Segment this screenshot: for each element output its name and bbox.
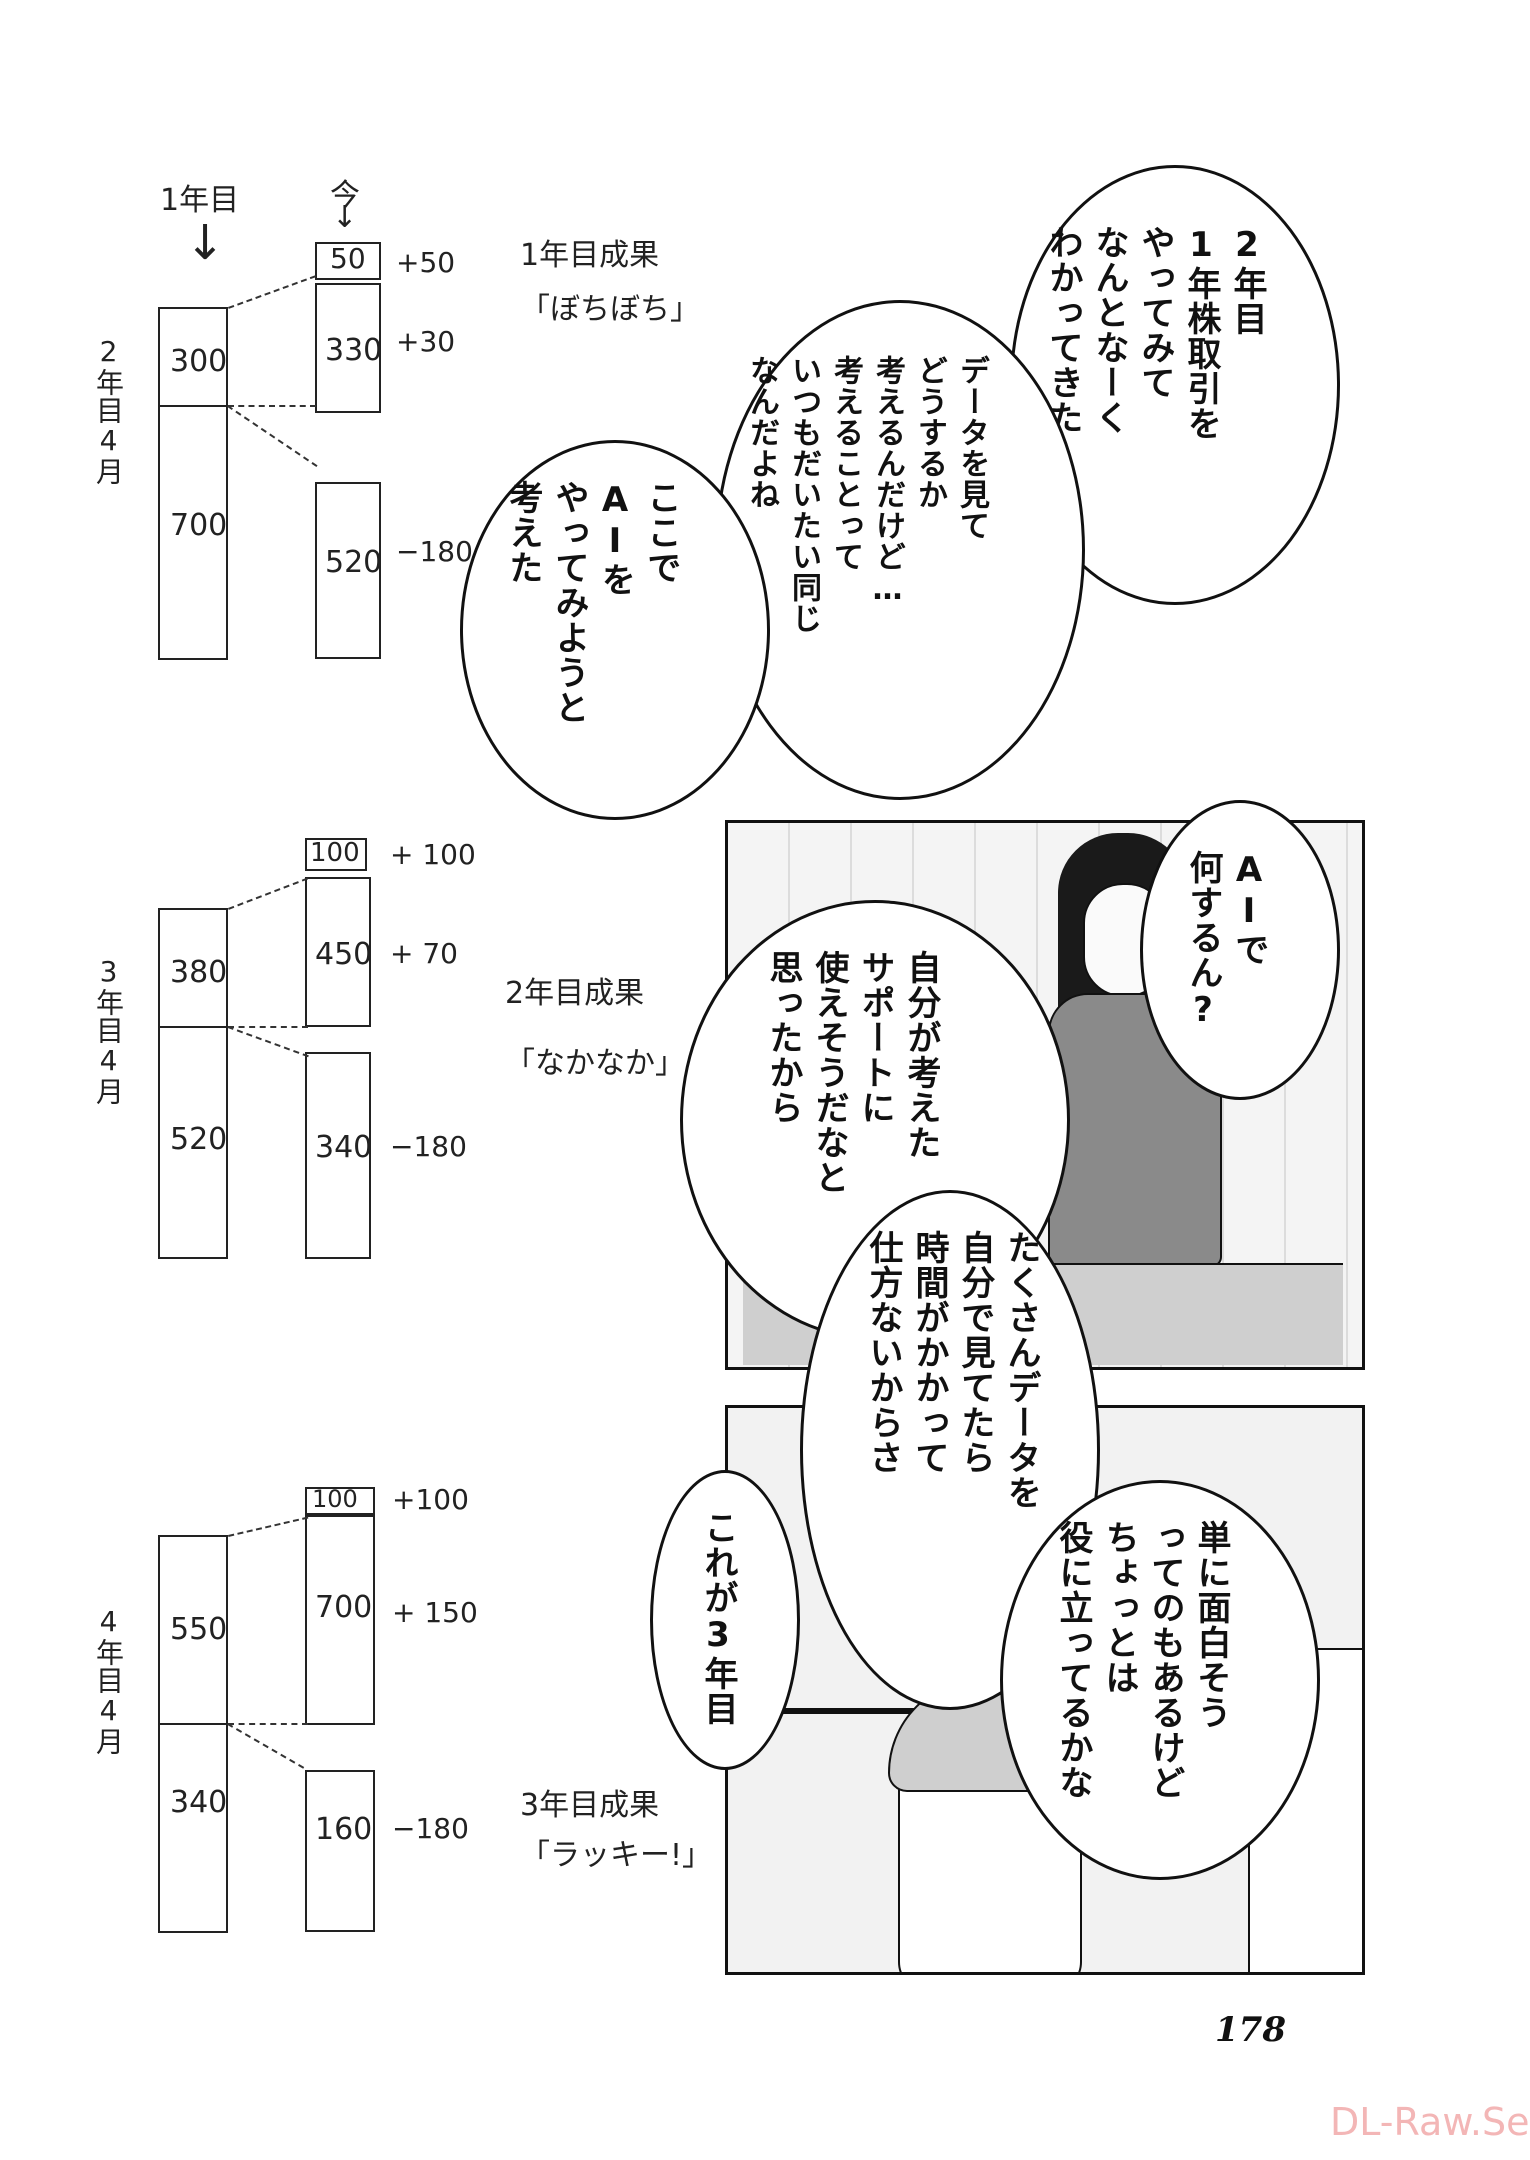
- delta: +50: [396, 246, 456, 279]
- right-box-mid: [305, 877, 371, 1027]
- result-title: 3年目成果: [520, 1788, 660, 1823]
- left-value-top: 300: [170, 344, 228, 379]
- result-title: 2年目成果: [505, 976, 645, 1011]
- right-value-gain: 100: [310, 838, 360, 868]
- left-value-bottom: 340: [170, 1785, 228, 1820]
- right-value-low: 340: [315, 1130, 373, 1165]
- result-value: 「ラッキー!」: [520, 1838, 713, 1873]
- left-box-bottom: [158, 1026, 228, 1259]
- dashed-connector: [228, 1026, 308, 1028]
- result-title: 1年目成果: [520, 238, 660, 273]
- delta: + 100: [390, 838, 476, 871]
- speech-bubble: [460, 440, 770, 820]
- left-value-top: 550: [170, 1612, 228, 1647]
- result-value: 「ぼちぼち」: [520, 292, 700, 327]
- dashed-connector: [228, 1723, 308, 1725]
- speech-bubble: [1000, 1480, 1320, 1880]
- right-box-mid: [305, 1515, 375, 1725]
- right-value-mid: 330: [325, 333, 383, 368]
- dashed-connector: [226, 405, 318, 468]
- dashed-connector: [228, 405, 316, 407]
- left-box-top: [158, 1535, 228, 1725]
- left-box-top: [158, 307, 228, 407]
- right-box-mid: [315, 283, 381, 413]
- left-box-bottom: [158, 1723, 228, 1933]
- speech-text: データを見て どうするか 考えるんだけど… 考えることって いつもだいたい同じ …: [744, 355, 989, 634]
- delta: + 70: [390, 937, 458, 970]
- left-value-bottom: 520: [170, 1122, 228, 1157]
- speech-bubble: [650, 1470, 800, 1770]
- delta: −180: [396, 535, 473, 568]
- speech-text: AIで 何するん?: [1183, 850, 1269, 1031]
- col-now-label: 今: [330, 178, 360, 213]
- right-value-low: 160: [315, 1812, 373, 1847]
- speech-bubble: [1140, 800, 1340, 1100]
- result-value: 「なかなか」: [505, 1046, 685, 1081]
- speech-text: ここで AIを やってみようと 考えた: [503, 480, 681, 725]
- side-label: 4年目4月: [92, 1605, 125, 1755]
- speech-text: 単に面白そう ってのもあるけど ちょっとは 役に立ってるかな: [1053, 1520, 1231, 1800]
- right-value-mid: 450: [315, 937, 373, 972]
- page-number: 178: [1215, 2010, 1286, 2050]
- speech-text: 2年目 1年株取引を やってみて なんとなーく わかってきた: [1043, 225, 1267, 441]
- right-value-gain: 100: [312, 1485, 358, 1513]
- right-box-gain: [305, 838, 367, 871]
- dashed-connector: [228, 1516, 309, 1537]
- right-box-low: [305, 1052, 371, 1259]
- dashed-connector: [227, 1026, 309, 1058]
- side-label: 2年目4月: [92, 335, 125, 485]
- right-box-low: [305, 1770, 375, 1932]
- right-value-low: 520: [325, 545, 383, 580]
- delta: +100: [392, 1483, 469, 1516]
- speech-bubble: [715, 300, 1085, 800]
- right-box-low: [315, 482, 381, 659]
- left-box-bottom: [158, 405, 228, 660]
- delta: −180: [390, 1130, 467, 1163]
- side-label: 3年目4月: [92, 955, 125, 1105]
- speech-text: これが3年目: [698, 1510, 738, 1726]
- down-arrow-icon: ↓: [332, 200, 358, 235]
- right-box-gain: [305, 1487, 375, 1515]
- delta: −180: [392, 1812, 469, 1845]
- delta: + 150: [392, 1596, 478, 1629]
- dashed-connector: [227, 1723, 305, 1769]
- left-box-top: [158, 908, 228, 1028]
- col-year1-label: 1年目: [160, 183, 240, 218]
- speech-text: 自分が考えた サポートに 使えそうだなと 思ったから: [763, 950, 941, 1195]
- speech-text: たくさんデータを 自分で見てたら 時間がかかって 仕方ないからさ: [863, 1230, 1041, 1510]
- down-arrow-icon: ↓: [185, 215, 226, 271]
- dashed-connector: [228, 877, 309, 910]
- delta: +30: [396, 325, 456, 358]
- right-value-mid: 700: [315, 1590, 373, 1625]
- right-value-gain: 50: [330, 242, 366, 275]
- dashed-connector: [228, 275, 317, 309]
- watermark: DL-Raw.Se: [1330, 2100, 1530, 2144]
- left-value-top: 380: [170, 955, 228, 990]
- left-value-bottom: 700: [170, 508, 228, 543]
- right-box-gain: [315, 242, 381, 280]
